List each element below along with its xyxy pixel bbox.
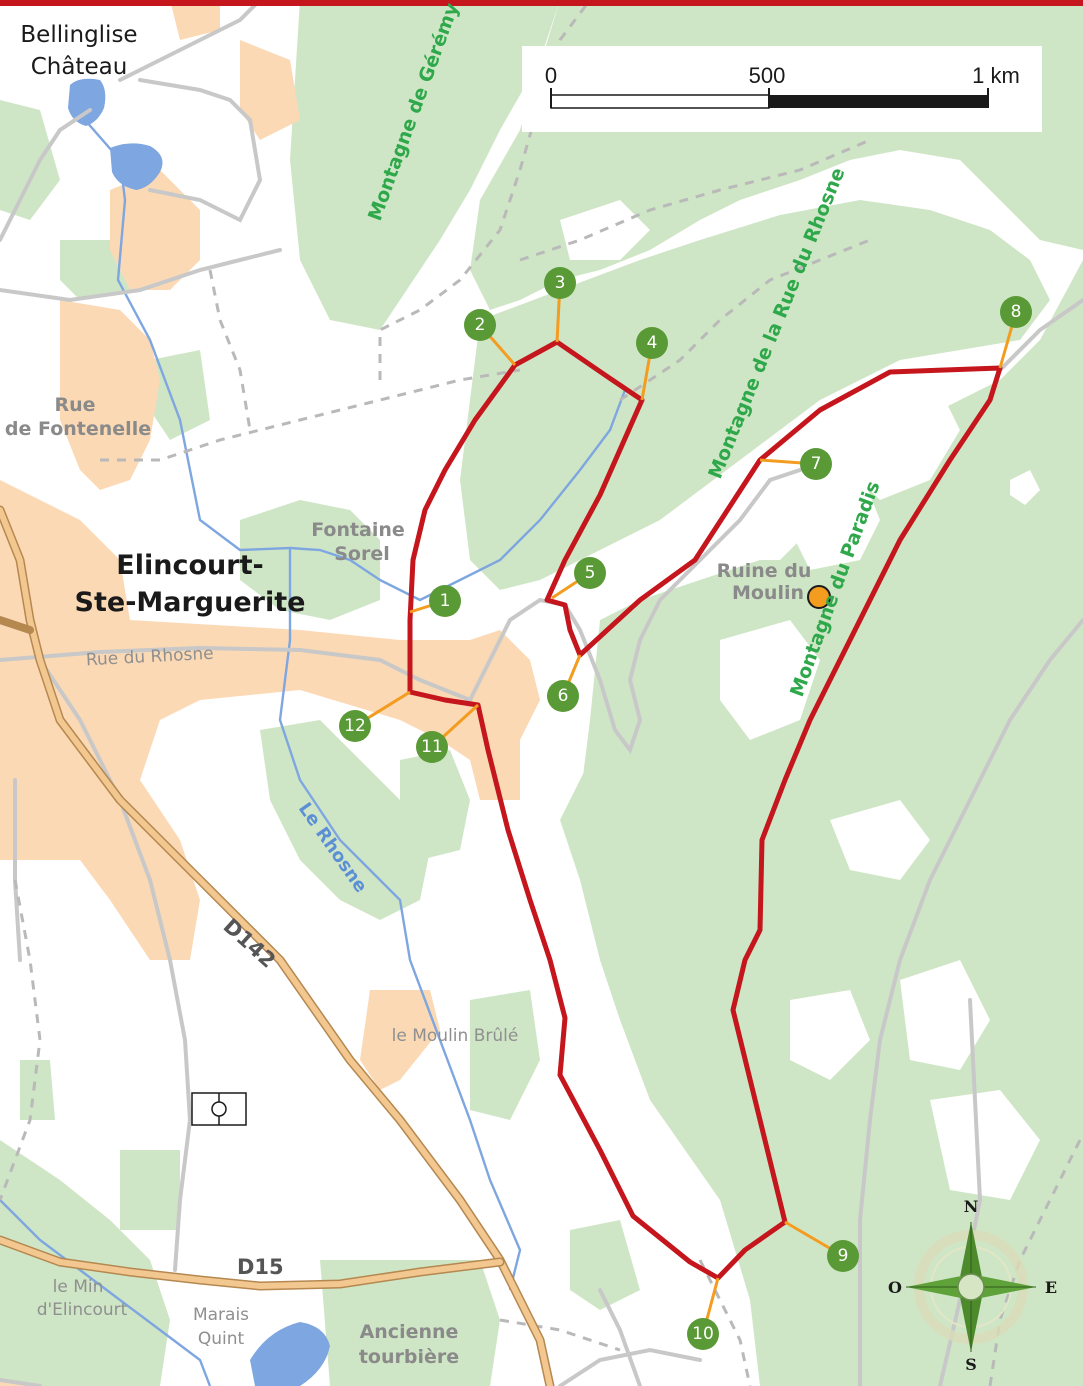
waypoint-label: 4 [647, 333, 658, 353]
label-d142: D142 [219, 914, 281, 973]
water-bodies [68, 78, 330, 1386]
label-tourbiere: tourbière [359, 1346, 459, 1368]
sports-field-icon [191, 1092, 247, 1126]
route-loop [407, 339, 1003, 1281]
label-town-line1: Elincourt- [116, 550, 263, 581]
poi-marker-icon[interactable] [807, 585, 831, 609]
waypoint-label: 3 [555, 273, 566, 293]
waypoint-markers: 1 2 3 4 5 6 7 8 9 10 11 12 [339, 267, 1032, 1350]
scale-label-0: 0 [545, 63, 557, 88]
waypoint-label: 5 [585, 563, 596, 583]
label-de-fontenelle: de Fontenelle [5, 418, 151, 440]
waypoint-1[interactable]: 1 [429, 585, 461, 617]
compass-north: N [964, 1197, 979, 1216]
label-quint: Quint [198, 1329, 245, 1349]
label-d15: D15 [237, 1255, 284, 1279]
label-marais: Marais [193, 1305, 249, 1325]
waypoint-6[interactable]: 6 [547, 680, 579, 712]
waypoint-label: 7 [811, 454, 822, 474]
waypoint-8[interactable]: 8 [1000, 296, 1032, 328]
pond-bellinglise [68, 78, 106, 126]
waypoint-4[interactable]: 4 [636, 327, 668, 359]
label-ancienne: Ancienne [360, 1321, 459, 1343]
label-rue: Rue [54, 394, 95, 416]
scale-label-500: 500 [749, 63, 786, 88]
waypoint-9[interactable]: 9 [827, 1240, 859, 1272]
major-roads [0, 505, 555, 1386]
waypoint-7[interactable]: 7 [800, 448, 832, 480]
compass-west: O [888, 1278, 902, 1297]
waypoint-2[interactable]: 2 [464, 309, 496, 341]
label-delincourt: d'Elincourt [37, 1300, 128, 1320]
compass-rose-icon: N S E O [888, 1197, 1057, 1374]
label-moulin: Moulin [732, 582, 804, 604]
river [0, 119, 627, 1386]
place-labels: Bellinglise Château Rue de Fontenelle Fo… [5, 22, 812, 1368]
waypoint-10[interactable]: 10 [687, 1318, 719, 1350]
label-bellinglise: Bellinglise [20, 22, 137, 48]
waypoint-label: 11 [421, 737, 443, 757]
waypoint-label: 9 [838, 1246, 849, 1266]
compass-south: S [965, 1355, 977, 1374]
clearings [560, 200, 1040, 1200]
label-chateau: Château [31, 54, 128, 80]
label-town-line2: Ste-Marguerite [75, 587, 306, 618]
label-le-min: le Min [53, 1277, 104, 1297]
waypoint-label: 12 [344, 716, 366, 736]
label-fontaine: Fontaine [311, 519, 405, 541]
waypoint-label: 10 [692, 1324, 714, 1344]
waypoint-label: 6 [558, 686, 569, 706]
label-sorel: Sorel [334, 543, 390, 565]
waypoint-3[interactable]: 3 [544, 267, 576, 299]
waypoint-label: 2 [475, 315, 486, 335]
waypoint-label: 8 [1011, 302, 1022, 322]
label-ruine: Ruine du [717, 560, 812, 582]
waypoint-5[interactable]: 5 [574, 557, 606, 589]
pond-tourbiere [250, 1322, 330, 1386]
scale-label-1km: 1 km [972, 63, 1020, 88]
waypoint-12[interactable]: 12 [339, 710, 371, 742]
top-bar [0, 0, 1083, 6]
scale-bar: 0 500 1 km [522, 46, 1042, 132]
label-moulin-brule: le Moulin Brûlé [392, 1026, 519, 1046]
compass-east: E [1045, 1278, 1057, 1297]
waypoint-11[interactable]: 11 [416, 731, 448, 763]
waypoint-label: 1 [440, 591, 451, 611]
